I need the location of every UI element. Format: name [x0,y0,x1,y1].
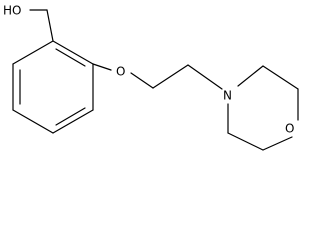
morpholine-bond-o-c3 [262,136,293,151]
morpholine-nitrogen-label: N [223,89,232,103]
morpholine-bond-c3-c4 [227,132,264,151]
hydroxyl-label: HO [3,4,21,18]
bond-ring-ether-o [92,63,112,71]
bond-ch2-n [187,64,223,90]
bond-ether-o-ch2 [130,72,154,89]
ring-bond-c4-c5 [12,109,54,134]
ether-oxygen-label: O [116,65,125,79]
ring-bond-c1-c2 [52,40,94,65]
benzene-ring [12,40,94,134]
ring-double-bond-1 [55,48,86,67]
ring-bond-c3-c4 [52,109,94,134]
morpholine-bond-n-c1 [237,65,264,87]
morpholine-bond-c1-c2 [262,65,299,90]
ring-bond-c6-c1 [12,40,54,65]
morpholine-oxygen-label: O [285,122,294,136]
chemical-structure: HO O N O [3,4,299,151]
ring-double-bond-2 [55,107,86,126]
bond-ch2-ring [46,9,54,42]
bond-ch2-ch2 [152,64,189,89]
morpholine-ring [227,65,299,151]
